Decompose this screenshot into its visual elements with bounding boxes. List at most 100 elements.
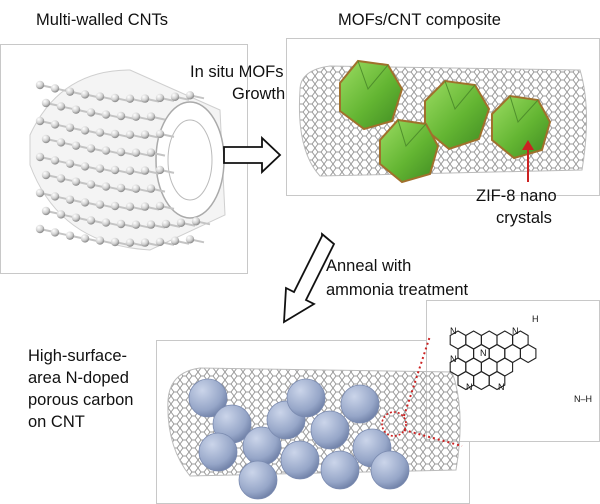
cnt-atom bbox=[110, 237, 120, 247]
cnt-atom bbox=[86, 180, 96, 189]
cnt-atom bbox=[191, 217, 201, 226]
cnt-atom bbox=[41, 206, 51, 216]
cnt-atom bbox=[146, 220, 156, 229]
cnt-atom bbox=[71, 105, 81, 114]
cnt-atom bbox=[131, 184, 141, 193]
cnt-atom bbox=[176, 218, 186, 227]
zif8-crystal bbox=[491, 94, 552, 160]
cnt-atom bbox=[131, 112, 141, 121]
cnt-atom bbox=[65, 159, 75, 168]
hydrogen-atom: H bbox=[532, 314, 539, 324]
cnt-atom bbox=[125, 238, 135, 247]
cnt-atom bbox=[140, 166, 150, 175]
cnt-atom bbox=[146, 148, 156, 157]
cnt-atom bbox=[101, 182, 111, 191]
cnt-atom bbox=[101, 218, 111, 227]
anneal-label-line2: ammonia treatment bbox=[326, 281, 469, 299]
cnt-atom bbox=[50, 156, 60, 165]
nitrogen-atom: N bbox=[512, 326, 519, 336]
product-label-line4: on CNT bbox=[28, 413, 85, 431]
cnt-atom bbox=[80, 234, 90, 243]
zif-pointer-arrow bbox=[522, 140, 534, 182]
cnt-atom bbox=[71, 213, 81, 222]
cnt-atom bbox=[35, 80, 45, 90]
cnt-atom bbox=[110, 93, 120, 103]
anneal-label-line1: Anneal with bbox=[326, 257, 412, 275]
cnt-atom bbox=[110, 201, 120, 211]
carbon-sphere bbox=[370, 450, 410, 490]
cnt-atom bbox=[35, 152, 45, 162]
cnt-atom bbox=[65, 195, 75, 204]
anneal-arrow bbox=[283, 232, 336, 324]
cnt-atom bbox=[116, 147, 126, 157]
zif-label-line1: ZIF-8 nano bbox=[476, 187, 557, 205]
cnt-atom bbox=[95, 128, 105, 137]
zoom-callout bbox=[381, 335, 463, 447]
cnt-atom bbox=[170, 236, 180, 245]
cnt-atom bbox=[140, 202, 150, 211]
nitrogen-atom: N bbox=[450, 354, 457, 364]
cnt-atom bbox=[146, 184, 156, 193]
cnt-atom bbox=[80, 162, 90, 171]
nitrogen-atom: N bbox=[450, 326, 457, 336]
n-doped-molecule bbox=[449, 330, 537, 391]
cnt-atom bbox=[65, 87, 75, 96]
cnt-atom bbox=[155, 201, 165, 211]
cnt-atom bbox=[95, 92, 105, 101]
zif8-crystal bbox=[339, 59, 404, 131]
cnt-atom bbox=[35, 224, 45, 234]
zif8-crystal bbox=[379, 118, 440, 184]
zif8-crystals bbox=[339, 59, 552, 184]
cnt-atom bbox=[80, 90, 90, 99]
cnt-atom bbox=[95, 236, 105, 245]
product-label-line1: High-surface- bbox=[28, 347, 128, 365]
cnt-atom bbox=[41, 134, 51, 144]
cnt-atom bbox=[110, 129, 120, 139]
growth-label-line1: In situ MOFs bbox=[190, 63, 284, 81]
cnt-atom bbox=[155, 93, 165, 103]
cnt-atom bbox=[95, 164, 105, 173]
cnt-atom bbox=[131, 220, 141, 229]
cnt-atom bbox=[161, 219, 171, 229]
carbon-sphere bbox=[310, 410, 350, 450]
cnt-atom bbox=[185, 91, 195, 100]
cnt-atom bbox=[116, 219, 126, 229]
cnt-atom bbox=[125, 202, 135, 211]
cnt-atom bbox=[65, 123, 75, 132]
cnt-atom bbox=[95, 200, 105, 209]
molecule-ring bbox=[519, 343, 537, 364]
carbon-sphere bbox=[286, 378, 326, 418]
cnt-atom bbox=[140, 238, 150, 247]
cnt-atom bbox=[125, 130, 135, 139]
carbon-sphere bbox=[320, 450, 360, 490]
cnt-atom bbox=[185, 235, 195, 244]
cnt-atom bbox=[50, 84, 60, 93]
carbon-sphere bbox=[238, 460, 278, 500]
cnt-atom bbox=[56, 210, 66, 219]
porous-carbon-spheres bbox=[188, 378, 410, 500]
nitrogen-atom: N bbox=[480, 348, 487, 358]
composite-title: MOFs/CNT composite bbox=[338, 11, 501, 29]
product-label-line2: area N-doped bbox=[28, 369, 129, 387]
cnt-atom bbox=[41, 170, 51, 180]
cnt-atom bbox=[146, 112, 156, 121]
carbon-sphere bbox=[280, 440, 320, 480]
carbon-sphere bbox=[198, 432, 238, 472]
cnt-atom bbox=[116, 183, 126, 193]
cnt-atom bbox=[80, 198, 90, 207]
cnt-atom bbox=[101, 146, 111, 155]
cnt-atom bbox=[71, 141, 81, 150]
cnt-atom bbox=[71, 177, 81, 186]
cnt-atom bbox=[35, 116, 45, 126]
carbon-sphere bbox=[340, 384, 380, 424]
cnt-atom bbox=[41, 98, 51, 108]
cnt-atom bbox=[50, 228, 60, 237]
cnt-atom bbox=[131, 148, 141, 157]
cnt-atom bbox=[56, 138, 66, 147]
cnt-atom bbox=[86, 216, 96, 225]
molecule-ring bbox=[473, 370, 490, 391]
cnt-atom bbox=[80, 126, 90, 135]
cnt-atom bbox=[110, 165, 120, 175]
cnt-atom bbox=[101, 110, 111, 119]
